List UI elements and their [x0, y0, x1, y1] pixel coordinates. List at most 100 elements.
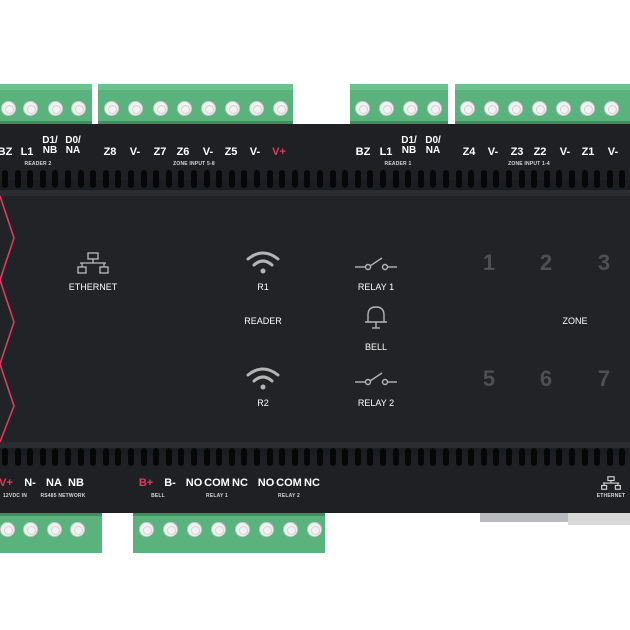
- vent-slot: [2, 170, 8, 188]
- vent-slot: [430, 448, 437, 466]
- terminal-label: Z5: [225, 147, 238, 158]
- vent-slot: [468, 170, 475, 188]
- terminal-screw: [201, 101, 216, 116]
- vent-slot: [581, 170, 588, 188]
- vent-slot: [468, 448, 475, 466]
- vent-slot: [380, 448, 386, 466]
- vent-slot: [165, 448, 172, 466]
- terminal-label: L1: [21, 147, 34, 158]
- terminal-label-line: NA: [425, 145, 441, 156]
- terminal-label-line: D1/: [42, 135, 58, 146]
- terminal-label: V-: [250, 147, 260, 158]
- vent-slot: [153, 170, 160, 188]
- zone-6-indicator: 6: [539, 366, 553, 391]
- terminal-label: B+: [138, 477, 154, 489]
- vent-slot: [216, 170, 223, 188]
- terminal-block-zone-input-5-8: [98, 84, 293, 124]
- terminal-screw: [235, 522, 250, 537]
- vent-slot: [2, 448, 8, 466]
- terminal-screw: [508, 101, 523, 116]
- terminal-screw: [427, 101, 442, 116]
- vent-slot: [266, 448, 273, 466]
- vent-slot: [52, 170, 59, 188]
- vent-slot: [556, 170, 563, 188]
- vent-slot: [115, 448, 122, 466]
- vent-slot: [27, 170, 34, 188]
- terminal-label: Z7: [154, 147, 167, 158]
- terminal-label: NC: [232, 477, 248, 489]
- terminal-label-line: Z6: [176, 146, 190, 158]
- terminal-screw: [225, 101, 240, 116]
- vent-slot: [392, 170, 399, 188]
- vent-slot: [128, 170, 134, 188]
- terminal-screw: [307, 522, 322, 537]
- vent-slot: [367, 170, 374, 188]
- terminal-label: D0/NA: [65, 136, 81, 156]
- vent-slot: [417, 448, 424, 466]
- terminal-label: V-: [130, 147, 140, 158]
- vent-slot: [77, 448, 84, 466]
- terminal-label-line: D0/: [65, 135, 81, 146]
- terminal-label: BZ: [356, 147, 371, 158]
- vent-slot: [480, 448, 487, 466]
- zone-2-indicator: 2: [539, 250, 553, 275]
- vent-slot: [594, 170, 601, 188]
- vent-slot: [443, 448, 449, 466]
- vent-slot: [531, 170, 538, 188]
- vent-slot: [518, 448, 525, 466]
- zone-5-indicator: 5: [482, 366, 496, 391]
- vent-slot: [569, 170, 575, 188]
- vent-slot: [493, 170, 500, 188]
- vent-slot: [291, 170, 298, 188]
- vent-slot: [594, 448, 601, 466]
- terminal-label: D1/NB: [42, 136, 58, 156]
- vent-slot: [606, 448, 613, 466]
- vent-slot: [291, 448, 298, 466]
- terminal-label-line: Z5: [224, 146, 238, 158]
- ethernet-port: [568, 513, 630, 525]
- group-label: RELAY 1: [206, 493, 228, 499]
- vent-slot: [279, 448, 286, 466]
- terminal-label: COM: [276, 477, 302, 489]
- terminal-label: COM: [204, 477, 230, 489]
- terminal-label: L1: [380, 147, 393, 158]
- vent-slot: [241, 448, 248, 466]
- vent-slot: [77, 170, 84, 188]
- terminal-label: Z6: [177, 147, 190, 158]
- vent-slot: [455, 170, 462, 188]
- group-label: BELL: [151, 493, 165, 499]
- terminal-label-line: Z4: [462, 146, 476, 158]
- terminal-label: Z1: [582, 147, 595, 158]
- group-label: ZONE INPUT 1-4: [508, 161, 550, 167]
- vent-slot: [342, 448, 349, 466]
- vent-slot: [417, 170, 424, 188]
- terminal-label-line: D1/: [401, 135, 417, 146]
- vent-slot: [228, 170, 235, 188]
- terminal-label: NA: [46, 477, 62, 489]
- terminal-label-line: BZ: [0, 146, 13, 158]
- vent-slot: [619, 170, 626, 188]
- vent-slot: [342, 170, 349, 188]
- vent-slot: [27, 448, 34, 466]
- group-label: ZONE INPUT 5-8: [173, 161, 215, 167]
- vent-slot: [354, 448, 361, 466]
- group-label: 12VDC IN: [2, 493, 28, 499]
- terminal-label-line: BZ: [355, 146, 371, 158]
- wifi-icon: [246, 367, 280, 390]
- terminal-screw: [556, 101, 571, 116]
- network-icon: [601, 476, 621, 490]
- terminal-screw: [23, 101, 38, 116]
- terminal-label-line: NA: [65, 145, 81, 156]
- terminal-label-line: Z7: [153, 146, 167, 158]
- terminal-label-line: Z3: [510, 146, 524, 158]
- vent-slot: [543, 170, 550, 188]
- terminal-screw: [211, 522, 226, 537]
- group-label: ETHERNET: [596, 493, 626, 499]
- vent-slot: [392, 448, 399, 466]
- network-icon: [77, 252, 109, 274]
- terminal-label-line: V-: [202, 146, 214, 158]
- front-panel: [0, 196, 630, 442]
- group-label: RS485 NETWORK: [40, 493, 86, 499]
- terminal-label-line: D0/: [425, 135, 441, 146]
- vent-slot: [39, 170, 46, 188]
